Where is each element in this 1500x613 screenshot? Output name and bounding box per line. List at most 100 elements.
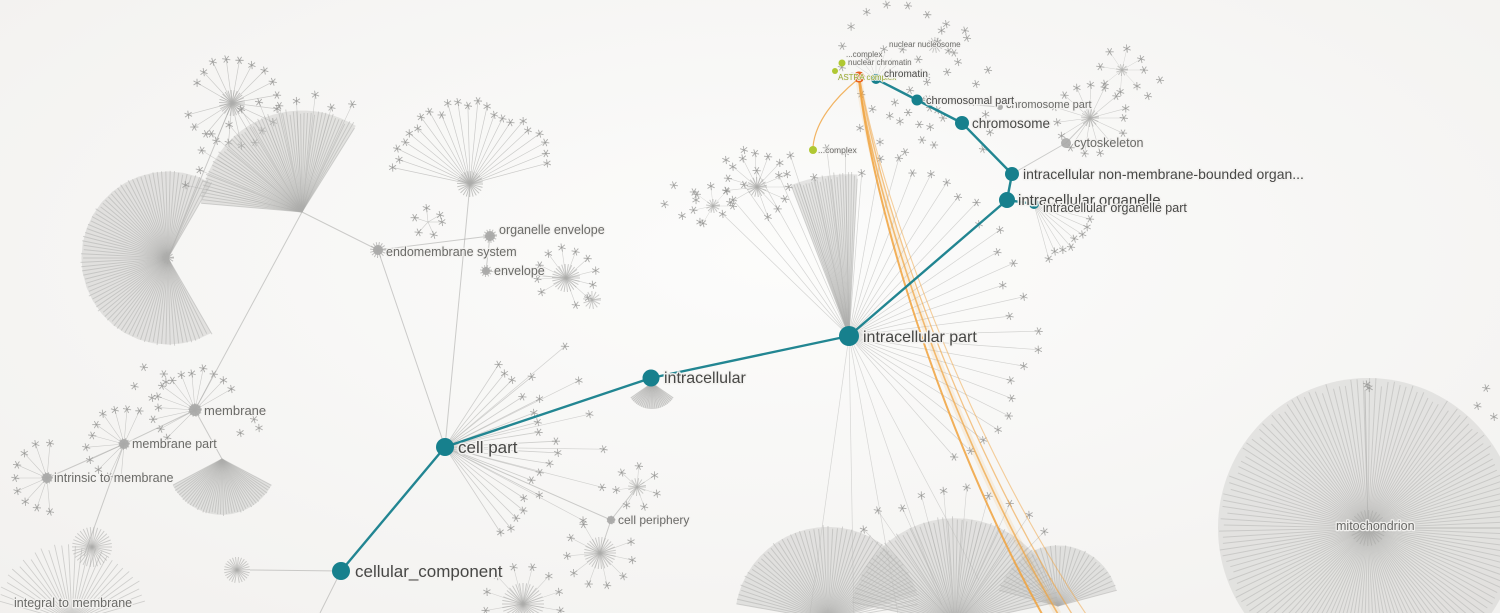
term-node-endomembrane-system[interactable] bbox=[373, 245, 383, 255]
cluster-spoke bbox=[955, 521, 968, 613]
term-label-chromosomal-part[interactable]: chromosomal part bbox=[925, 94, 1016, 109]
term-label-chromosome[interactable]: chromosome bbox=[971, 115, 1052, 133]
cluster-spoke bbox=[829, 529, 853, 613]
term-label-cell-periphery[interactable]: cell periphery bbox=[617, 512, 691, 529]
term-node-intracellular[interactable] bbox=[642, 369, 660, 387]
cluster-spoke bbox=[1222, 527, 1369, 557]
term-node-chromosome-part[interactable] bbox=[997, 104, 1003, 110]
cluster-spoke bbox=[167, 257, 174, 262]
term-label-chromatin[interactable]: chromatin bbox=[883, 68, 930, 82]
term-label-intracellular[interactable]: intracellular bbox=[663, 369, 748, 389]
cluster-spoke bbox=[1367, 527, 1427, 613]
cluster-spoke bbox=[960, 528, 1006, 613]
term-label-envelope[interactable]: envelope bbox=[493, 263, 546, 280]
term-label-chromosome-part[interactable]: chromosome part bbox=[1005, 98, 1093, 113]
term-label-membrane-part[interactable]: membrane part bbox=[131, 436, 219, 453]
term-label-cell-part[interactable]: cell part bbox=[457, 437, 520, 459]
term-node-intracellular-organelle[interactable] bbox=[999, 192, 1015, 208]
cluster-spoke bbox=[753, 564, 820, 613]
term-label-integral-to-membrane[interactable]: integral to membrane bbox=[13, 595, 134, 612]
tree-edge bbox=[301, 211, 379, 251]
cluster-spoke bbox=[888, 539, 947, 613]
cluster-spoke bbox=[1367, 527, 1384, 613]
cluster-spoke bbox=[172, 458, 223, 486]
cluster-spoke bbox=[522, 584, 531, 605]
cluster-spoke bbox=[396, 148, 471, 185]
cluster-spoke bbox=[40, 548, 69, 613]
cluster-spoke bbox=[831, 541, 879, 613]
term-node-organelle-envelope[interactable] bbox=[485, 231, 495, 241]
term-node-membrane-part[interactable] bbox=[119, 439, 129, 449]
leaf-asterisk-icon bbox=[157, 425, 164, 433]
term-label-mitochondrion[interactable]: mitochondrion bbox=[1335, 518, 1416, 535]
cluster-spoke bbox=[736, 598, 800, 613]
matched-term-node[interactable] bbox=[832, 68, 838, 74]
term-label-intrinsic-to-membrane[interactable]: intrinsic to membrane bbox=[53, 470, 175, 487]
cluster-spoke bbox=[1300, 527, 1369, 613]
cluster-spoke bbox=[30, 559, 67, 613]
leaf-asterisk-icon bbox=[640, 503, 648, 510]
cluster-spoke bbox=[1235, 527, 1369, 598]
cluster-spoke bbox=[1057, 561, 1097, 607]
cluster-spoke bbox=[1222, 527, 1369, 538]
cluster-spoke bbox=[444, 446, 524, 511]
term-label-organelle-envelope[interactable]: organelle envelope bbox=[498, 222, 606, 239]
cluster-spoke bbox=[469, 118, 503, 185]
leaf-asterisk-icon bbox=[722, 157, 730, 163]
term-label-membrane[interactable]: membrane bbox=[203, 402, 268, 420]
cluster-spoke bbox=[1057, 546, 1061, 607]
term-node-chromosome[interactable] bbox=[955, 116, 969, 130]
cluster-spoke bbox=[152, 257, 169, 342]
term-label-intracellular-non-membrane-bounded-organ[interactable]: intracellular non-membrane-bounded organ… bbox=[1022, 165, 1306, 184]
term-label-endomembrane-system[interactable]: endomembrane system bbox=[385, 244, 518, 261]
term-node-intracellular-part[interactable] bbox=[839, 326, 859, 346]
leaf-asterisk-icon bbox=[785, 183, 792, 191]
cluster-spoke bbox=[1367, 527, 1467, 613]
cluster-spoke bbox=[756, 156, 769, 188]
term-node-chromosomal-part[interactable] bbox=[911, 94, 923, 106]
cluster-spoke bbox=[231, 64, 253, 104]
term-node-intracellular-organelle-part[interactable] bbox=[1029, 199, 1039, 209]
term-label-intracellular-part[interactable]: intracellular part bbox=[862, 328, 979, 348]
cluster-spoke bbox=[1121, 48, 1128, 71]
cluster-spoke bbox=[567, 552, 601, 557]
term-node-cell-periphery[interactable] bbox=[607, 516, 615, 524]
cluster-spoke bbox=[1367, 464, 1496, 529]
matched-term-node[interactable] bbox=[809, 146, 817, 154]
cluster-spoke bbox=[74, 548, 97, 613]
term-label-small-2: nuclear chromatin bbox=[848, 58, 912, 67]
cluster-spoke bbox=[599, 552, 614, 563]
cluster-spoke bbox=[778, 542, 825, 613]
cluster-spoke bbox=[1256, 527, 1369, 613]
term-node-intrinsic-to-membrane[interactable] bbox=[42, 473, 52, 483]
cluster-spoke bbox=[848, 335, 999, 431]
cluster-spoke bbox=[1291, 399, 1369, 529]
leaf-asterisk-icon bbox=[524, 127, 532, 134]
cluster-spoke bbox=[828, 526, 844, 613]
term-node-cellular-component[interactable] bbox=[332, 562, 350, 580]
cluster-spoke bbox=[136, 178, 169, 259]
leaf-asterisk-icon bbox=[927, 171, 935, 177]
term-label-cytoskeleton[interactable]: cytoskeleton bbox=[1073, 135, 1145, 152]
leaf-asterisk-icon bbox=[1010, 259, 1017, 267]
term-label-cellular-component[interactable]: cellular_component bbox=[354, 561, 505, 583]
cluster-spoke bbox=[751, 568, 819, 613]
cluster-spoke bbox=[1363, 527, 1369, 546]
term-node-cytoskeleton[interactable] bbox=[1061, 138, 1071, 148]
leaf-asterisk-icon bbox=[1116, 89, 1124, 95]
term-label-intracellular-organelle-part[interactable]: intracellular organelle part bbox=[1042, 200, 1189, 217]
matched-term-node[interactable] bbox=[838, 59, 846, 67]
cluster-spoke bbox=[91, 527, 99, 548]
term-node-nucleosome[interactable] bbox=[853, 71, 865, 83]
term-node-envelope[interactable] bbox=[482, 267, 490, 275]
term-node-intracellular-non-membrane-bounded-organ[interactable] bbox=[1005, 167, 1019, 181]
term-node-chromatin[interactable] bbox=[871, 74, 881, 84]
cluster-spoke bbox=[586, 542, 601, 554]
cluster-spoke bbox=[1057, 117, 1091, 123]
term-node-membrane[interactable] bbox=[189, 404, 201, 416]
term-node-cell-part[interactable] bbox=[436, 438, 454, 456]
cluster-spoke bbox=[82, 257, 169, 272]
term-label-intracellular-organelle[interactable]: intracellular organelle bbox=[1017, 191, 1163, 211]
